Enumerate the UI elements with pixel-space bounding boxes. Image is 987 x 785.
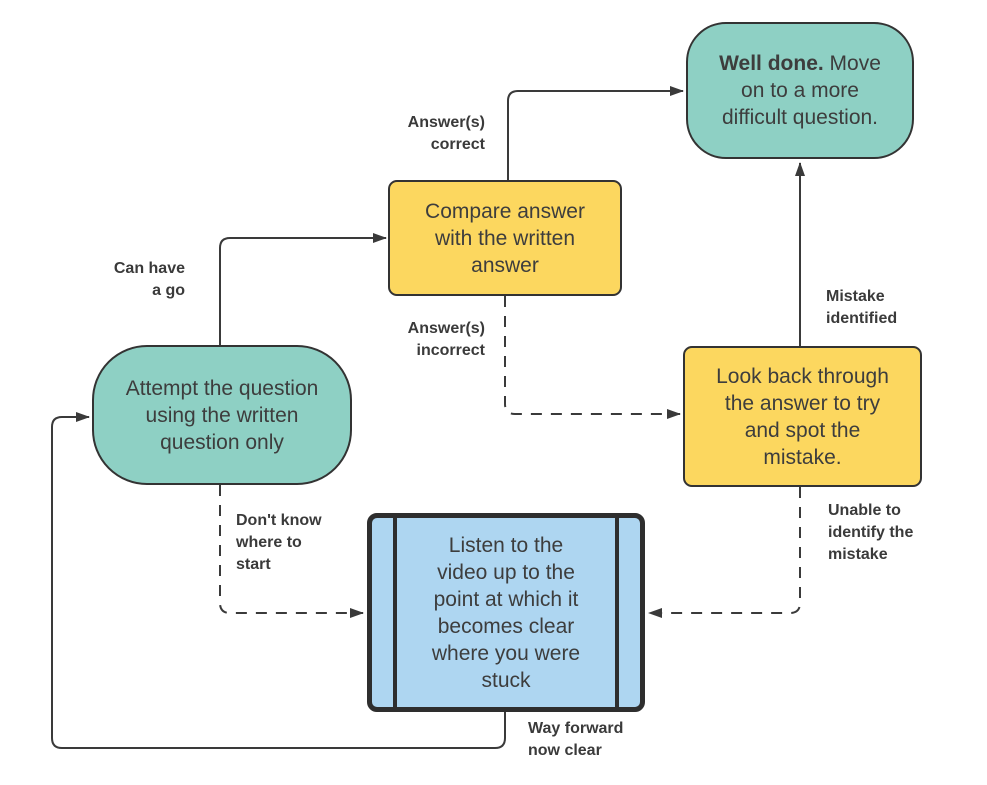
node-well-done-text-bold: Well done. — [719, 52, 824, 75]
connector-listen-to-attempt-loop — [51, 412, 506, 749]
edge-label-mistake-identified: Mistake identified — [826, 288, 898, 327]
node-well-done-text: Well done. Move on to a more difficult q… — [719, 50, 881, 131]
node-attempt-question-text: Attempt the question using the written q… — [125, 376, 319, 454]
node-well-done-text-rest: Move on to a more difficult question. — [721, 52, 881, 129]
edge-label-answers-incorrect: Answer(s) incorrect — [407, 320, 485, 359]
node-listen-video-text: Listen to the video up to the point at w… — [431, 533, 581, 692]
predefined-process-right-bar — [615, 518, 619, 707]
connector-attempt-to-compare — [219, 233, 387, 345]
node-well-done: Well done. Move on to a more difficult q… — [686, 22, 914, 159]
node-compare-answer: Compare answer with the written answer — [388, 180, 622, 296]
node-look-back-text: Look back through the answer to try and … — [716, 364, 889, 469]
edge-label-dont-know-where-to-start: Don't know where to start — [236, 512, 322, 573]
connector-compare-to-well-done — [507, 86, 684, 180]
connector-compare-to-look-back — [504, 296, 681, 419]
node-listen-video: Listen to the video up to the point at w… — [367, 513, 645, 712]
connector-look-back-to-listen — [648, 487, 801, 618]
edge-label-can-have-a-go: Can have a go — [113, 260, 185, 299]
node-compare-answer-text: Compare answer with the written answer — [425, 199, 585, 277]
connector-attempt-to-listen — [219, 485, 364, 618]
predefined-process-left-bar — [393, 518, 397, 707]
edge-label-unable-to-identify: Unable to identify the mistake — [828, 502, 914, 563]
node-look-back: Look back through the answer to try and … — [683, 346, 922, 487]
edge-label-way-forward-now-clear: Way forward now clear — [528, 720, 624, 759]
edge-label-answers-correct: Answer(s) correct — [407, 114, 485, 153]
node-attempt-question: Attempt the question using the written q… — [92, 345, 352, 485]
